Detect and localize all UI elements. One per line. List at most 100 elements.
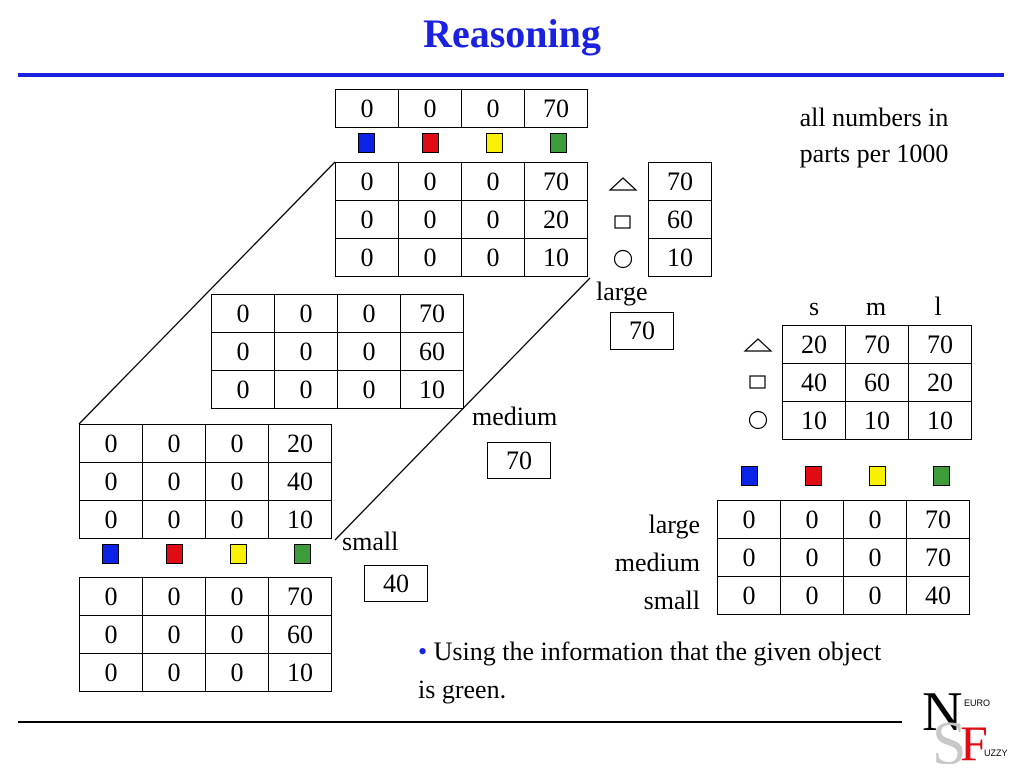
yellow-swatch: [230, 544, 247, 564]
table-cell: 0: [337, 294, 401, 333]
table-cell: 0: [780, 576, 844, 615]
size-header: l: [934, 292, 942, 321]
table-cell: 0: [142, 424, 206, 463]
triangle-icon: [608, 177, 638, 191]
table-cell: 0: [211, 332, 275, 371]
svg-text:S: S: [932, 710, 966, 764]
table-cell: 0: [142, 577, 206, 616]
table-cell: 0: [335, 162, 399, 201]
medium-table: 0 0 0 70 0 0 0 60 0 0 0 10: [211, 294, 464, 409]
bullet-dot: •: [418, 637, 428, 666]
table-cell: 70: [845, 325, 909, 364]
footer-rule: [18, 721, 902, 723]
table-cell: 0: [79, 615, 143, 654]
result-row-label: large: [648, 510, 701, 539]
small-table: 0 0 0 20 0 0 0 40 0 0 0 10: [79, 424, 332, 539]
small-value-box: 40: [364, 565, 428, 602]
table-cell: 10: [400, 370, 464, 409]
table-cell: 0: [79, 500, 143, 539]
table-cell: 70: [524, 89, 588, 128]
nsf-logo-icon: N S F: [922, 681, 988, 769]
table-cell: 10: [524, 238, 588, 277]
title-underline: [18, 73, 1004, 77]
result-row-label: medium: [614, 548, 700, 577]
table-cell: 0: [843, 538, 907, 577]
table-cell: 20: [782, 325, 846, 364]
table-cell: 20: [524, 200, 588, 239]
table-cell: 0: [142, 615, 206, 654]
table-cell: 70: [400, 294, 464, 333]
square-icon: [749, 375, 766, 389]
green-swatch: [294, 544, 311, 564]
red-swatch: [166, 544, 183, 564]
blue-swatch: [741, 466, 758, 486]
table-cell: 0: [335, 200, 399, 239]
large-value-box: 70: [610, 312, 674, 350]
table-cell: 0: [274, 332, 338, 371]
size-table: 20 70 70 40 60 20 10 10 10: [782, 325, 972, 440]
large-label: large: [596, 277, 648, 306]
table-cell: 0: [79, 424, 143, 463]
green-swatch: [550, 133, 567, 153]
table-cell: 0: [717, 538, 781, 577]
table-cell: 0: [205, 500, 269, 539]
table-cell: 0: [335, 89, 399, 128]
table-cell: 40: [782, 363, 846, 402]
table-cell: 0: [398, 200, 462, 239]
table-cell: 0: [717, 500, 781, 539]
triangle-icon: [743, 338, 773, 352]
table-cell: 10: [782, 401, 846, 440]
slide-title: Reasoning: [423, 11, 601, 56]
red-swatch: [805, 466, 822, 486]
table-cell: 60: [845, 363, 909, 402]
table-cell: 10: [845, 401, 909, 440]
circle-icon: [748, 410, 768, 430]
table-cell: 10: [908, 401, 972, 440]
table-cell: 0: [843, 576, 907, 615]
table-cell: 0: [142, 500, 206, 539]
table-cell: 0: [717, 576, 781, 615]
bottom-table: 0 0 0 70 0 0 0 60 0 0 0 10: [79, 577, 332, 692]
table-cell: 0: [843, 500, 907, 539]
table-cell: 0: [461, 89, 525, 128]
red-swatch: [422, 133, 439, 153]
table-cell: 60: [268, 615, 332, 654]
table-cell: 70: [268, 577, 332, 616]
circle-icon: [613, 249, 633, 269]
table-cell: 0: [335, 238, 399, 277]
table-cell: 0: [211, 370, 275, 409]
table-cell: 0: [461, 200, 525, 239]
bullet-text: Using the information that the given obj…: [418, 637, 882, 704]
table-cell: 0: [780, 500, 844, 539]
result-row-label: small: [643, 586, 700, 615]
table-cell: 0: [205, 653, 269, 692]
table-cell: 40: [906, 576, 970, 615]
blue-swatch: [358, 133, 375, 153]
table-cell: 0: [398, 238, 462, 277]
logo-small-bottom: UZZY: [984, 748, 1008, 758]
table-cell: 0: [274, 294, 338, 333]
table-cell: 0: [205, 577, 269, 616]
table-cell: 70: [524, 162, 588, 201]
bullet-point: • Using the information that the given o…: [418, 633, 898, 709]
table-cell: 0: [274, 370, 338, 409]
table-cell: 0: [142, 462, 206, 501]
table-cell: 0: [461, 238, 525, 277]
small-label: small: [342, 527, 399, 556]
blue-swatch: [102, 544, 119, 564]
table-cell: 0: [398, 162, 462, 201]
green-swatch: [933, 466, 950, 486]
svg-text:F: F: [960, 715, 988, 764]
size-header: m: [865, 292, 887, 321]
large-side-table: 70 60 10: [648, 162, 712, 277]
logo-small-top: EURO: [964, 698, 991, 708]
table-cell: 0: [79, 462, 143, 501]
table-cell: 0: [337, 332, 401, 371]
table-cell: 0: [205, 424, 269, 463]
table-cell: 70: [906, 500, 970, 539]
table-cell: 70: [908, 325, 972, 364]
units-note: all numbers in parts per 1000: [799, 103, 949, 168]
table-cell: 0: [211, 294, 275, 333]
medium-label: medium: [472, 402, 558, 431]
table-cell: 20: [908, 363, 972, 402]
